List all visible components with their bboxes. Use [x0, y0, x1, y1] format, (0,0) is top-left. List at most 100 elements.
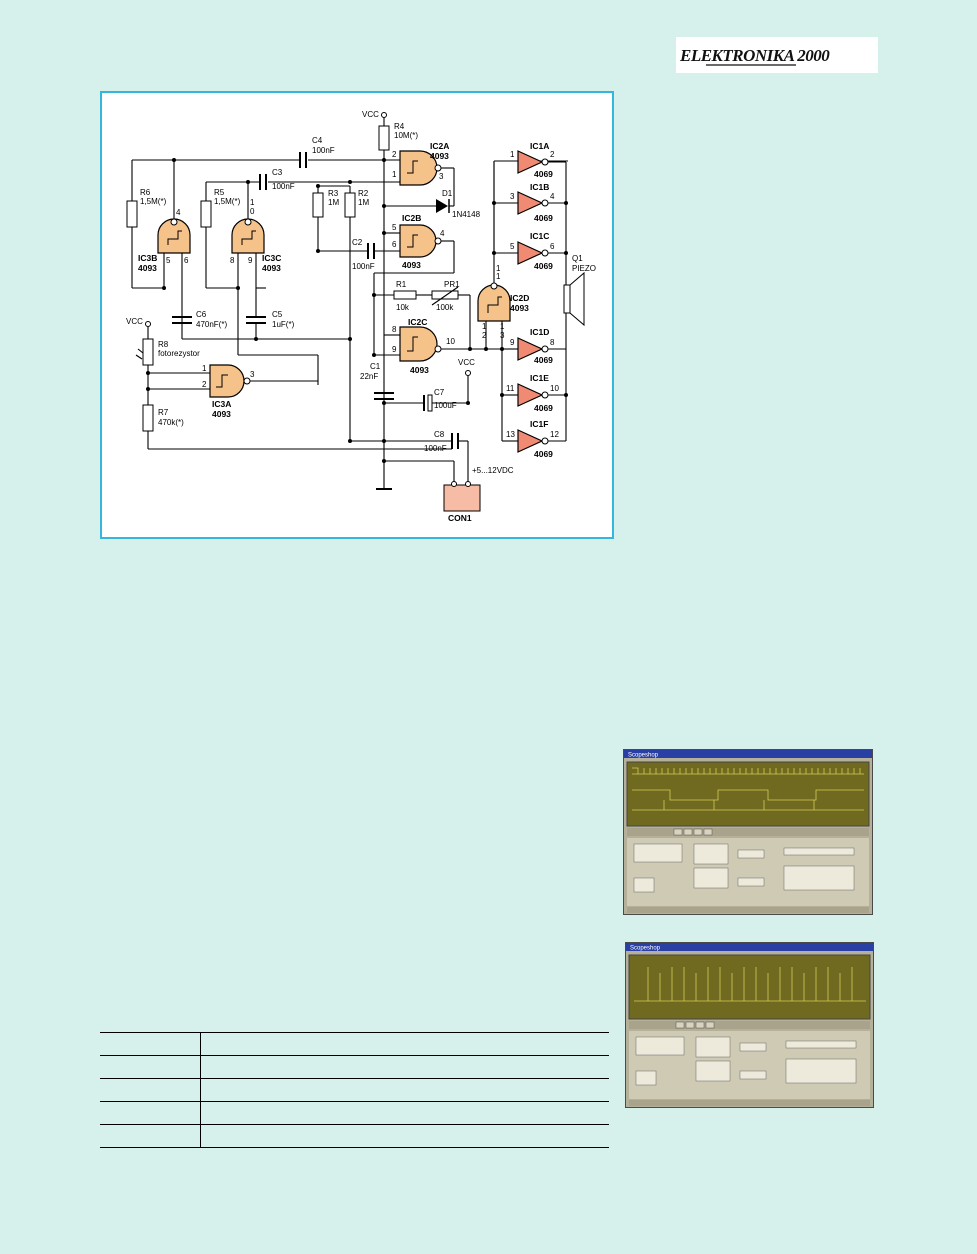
label-r6-value: 1,5M(*)	[140, 197, 167, 206]
label-r7-value: 470k(*)	[158, 418, 184, 427]
label-c3: C3	[272, 168, 283, 177]
inverter-ic1b	[517, 191, 549, 215]
label-ic3c: IC3C	[262, 253, 281, 263]
pin-label: 2	[482, 331, 487, 340]
label-r1-value: 10k	[396, 303, 410, 312]
pin-label: 1	[482, 322, 487, 331]
label-ic1e-type: 4069	[534, 403, 553, 413]
label-c7: C7	[434, 388, 445, 397]
label-ic2c: IC2C	[408, 317, 427, 327]
label-q1: Q1	[572, 254, 583, 263]
label-ic1c: IC1C	[530, 231, 549, 241]
label-ic3b: IC3B	[138, 253, 157, 263]
label-q1-value: PIEZO	[572, 264, 596, 273]
table-row	[100, 1033, 609, 1056]
pin-label: 1	[250, 198, 255, 207]
label-c4: C4	[312, 136, 323, 145]
label-r5-value: 1,5M(*)	[214, 197, 241, 206]
pin-label: 10	[550, 384, 559, 393]
label-r5: R5	[214, 188, 225, 197]
pin-label: 2	[202, 380, 207, 389]
label-supply: +5...12VDC	[472, 466, 514, 475]
label-vcc-top: VCC	[362, 110, 379, 119]
parts-table	[100, 1032, 609, 1148]
label-c8: C8	[434, 430, 445, 439]
gate-ic2d	[477, 284, 511, 322]
label-r4: R4	[394, 122, 405, 131]
label-ic2b: IC2B	[402, 213, 421, 223]
pin-label: 10	[446, 337, 455, 346]
label-ic2d: IC2D	[510, 293, 529, 303]
label-c2-value: 100nF	[352, 262, 375, 271]
label-vcc-left: VCC	[126, 317, 143, 326]
label-ic1f-type: 4069	[534, 449, 553, 459]
gate-ic2c	[399, 326, 438, 362]
oscilloscope-screenshot-1: Scopeshop	[623, 749, 873, 915]
pin-label: 6	[184, 256, 189, 265]
connector-con1	[443, 484, 481, 512]
label-vcc-mid: VCC	[458, 358, 475, 367]
pin-label: 9	[248, 256, 253, 265]
inverter-ic1d	[517, 337, 549, 361]
pin-label: 13	[506, 430, 515, 439]
pin-label: 3	[439, 172, 444, 181]
label-r3-value: 1M	[328, 198, 339, 207]
pin-label: 2	[550, 150, 555, 159]
table-row	[100, 1125, 609, 1147]
label-r6: R6	[140, 188, 151, 197]
label-ic1d-type: 4069	[534, 355, 553, 365]
label-c7-value: 100uF	[434, 401, 457, 410]
inverter-ic1a	[517, 150, 549, 174]
gate-ic2b	[399, 224, 437, 258]
pin-label: 6	[550, 242, 555, 251]
pin-label: 6	[392, 240, 397, 249]
label-ic2a: IC2A	[430, 141, 449, 151]
pin-label: 9	[510, 338, 515, 347]
pin-label: 1	[392, 170, 397, 179]
label-r2: R2	[358, 189, 369, 198]
label-ic2d-type: 4093	[510, 303, 529, 313]
inverter-ic1c	[517, 241, 549, 265]
label-r4-value: 10M(*)	[394, 131, 418, 140]
pin-label: 3	[250, 370, 255, 379]
label-ic1a-type: 4069	[534, 169, 553, 179]
label-ic3a-type: 4093	[212, 409, 231, 419]
pin-label: 5	[166, 256, 171, 265]
pin-label: 5	[510, 242, 515, 251]
label-ic3a: IC3A	[212, 399, 231, 409]
label-ic1f: IC1F	[530, 419, 548, 429]
pin-label: 4	[550, 192, 555, 201]
table-row	[100, 1056, 609, 1079]
label-con1: CON1	[448, 513, 472, 523]
pin-label: 1	[202, 364, 207, 373]
inverter-ic1e	[517, 383, 549, 407]
oscilloscope-screenshot-2: Scopeshop	[625, 942, 874, 1108]
label-pr1: PR1	[444, 280, 460, 289]
label-c2: C2	[352, 238, 363, 247]
label-r8: R8	[158, 340, 169, 349]
label-r1: R1	[396, 280, 407, 289]
label-ic1a: IC1A	[530, 141, 549, 151]
label-r3: R3	[328, 189, 339, 198]
label-ic3c-type: 4093	[262, 263, 281, 273]
label-c5: C5	[272, 310, 283, 319]
window-title: Scopeshop	[630, 946, 661, 952]
pin-label: 2	[392, 150, 397, 159]
pin-label: 8	[550, 338, 555, 347]
pin-label: 1	[496, 272, 501, 281]
magazine-logo: ELEKTRONIKA 2000	[676, 37, 878, 73]
label-r7: R7	[158, 408, 169, 417]
pin-label: 9	[392, 345, 397, 354]
label-c1-value: 22nF	[360, 372, 378, 381]
logo-text: ELEKTRONIKA 2000	[679, 46, 830, 65]
pin-label: 5	[392, 223, 397, 232]
label-pr1-value: 100k	[436, 303, 454, 312]
label-c4-value: 100nF	[312, 146, 335, 155]
pin-label: 4	[440, 229, 445, 238]
label-r2-value: 1M	[358, 198, 369, 207]
label-c6: C6	[196, 310, 207, 319]
label-ic2c-type: 4093	[410, 365, 429, 375]
pin-label: 8	[392, 325, 397, 334]
pin-label: 11	[506, 384, 515, 393]
pin-label: 8	[230, 256, 235, 265]
